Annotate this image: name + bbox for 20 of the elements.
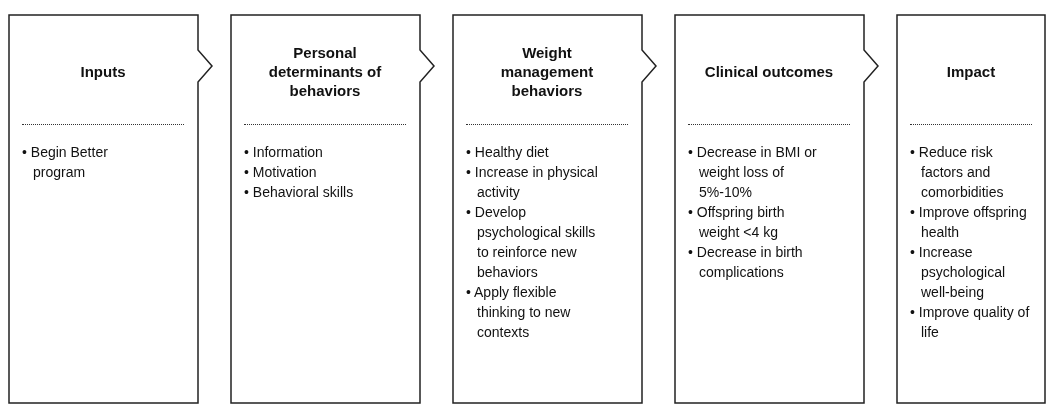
stage-heading: Weight management behaviors [499,42,595,100]
bullet-item: • Apply flexible thinking to new contexts [466,283,572,342]
bullet-item: • Healthy diet [466,143,550,162]
bullet-item: • Improve offspring health [910,203,1028,242]
bullet-item: • Improve quality of life [910,303,1031,342]
bullet-item: • Decrease in BMI or weight loss of 5%-10% [688,143,818,202]
stage-heading: Inputs [80,61,126,81]
bullet-item: • Increase in physical activity [466,163,599,202]
bullet-item: • Information [244,143,324,162]
bullet-item: • Increase psychological well-being [910,243,1007,302]
stage-heading: Clinical outcomes [704,61,834,81]
bullet-item: • Begin Better program [22,143,109,182]
bullet-item: • Decrease in birth complications [688,243,804,282]
bullet-item: • Motivation [244,163,318,182]
bullet-item: • Develop psychological skills to reinforce new behaviors [466,203,597,282]
bullet-item: • Behavioral skills [244,183,355,202]
bullet-item: • Offspring birth weight <4 kg [688,203,786,242]
stage-heading: Impact [946,61,996,81]
stage-heading: Personal determinants of behaviors [267,42,383,100]
bullet-item: • Reduce risk factors and comorbidities [910,143,1005,202]
